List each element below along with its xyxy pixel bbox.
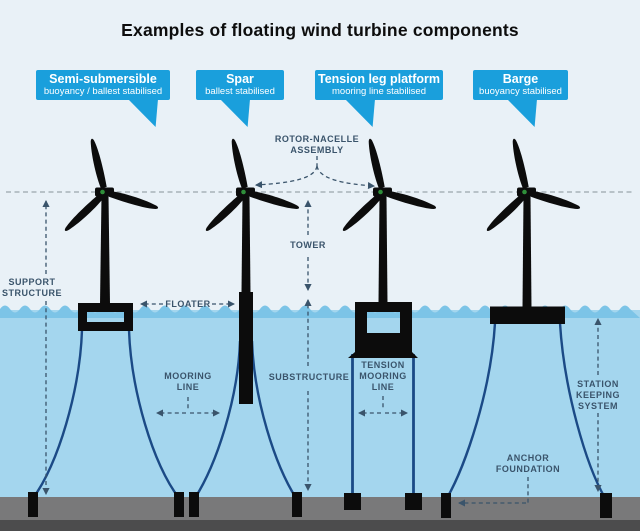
platform-label-semi-submersible: Semi-submersible buoyancy / ballest stab… <box>36 70 170 127</box>
semisub-floater <box>78 303 133 331</box>
platform-label-tension-leg-platform: Tension leg platform mooring line stabil… <box>315 70 443 127</box>
anchor <box>28 492 38 517</box>
annotation-line: ASSEMBLY <box>290 145 344 155</box>
tlp-anchor-pad-left <box>344 493 361 510</box>
page-title: Examples of floating wind turbine compon… <box>121 20 519 40</box>
platform-label-title: Spar <box>226 72 254 87</box>
rotor-nacelle <box>62 137 160 234</box>
annotation-line: FOUNDATION <box>495 464 561 474</box>
spar-mooring-right <box>250 340 298 499</box>
platform-label-subtitle: buoyancy / ballest stabilised <box>43 85 163 97</box>
semi-submersible-turbine <box>62 137 160 331</box>
waterline-waves <box>0 305 640 318</box>
platform-label-spar: Spar ballest stabilised <box>196 70 284 127</box>
station-keeping-system-label: STATION KEEPING SYSTEM <box>576 379 620 412</box>
anchor <box>600 493 612 518</box>
annotation-line: LINE <box>371 382 395 392</box>
substructure-label: SUBSTRUCTURE <box>269 372 350 383</box>
tension-leg-platform-turbine <box>340 137 438 358</box>
anchor-foundation-label: ANCHOR FOUNDATION <box>496 453 560 475</box>
semisub-mooring-left <box>32 329 84 499</box>
annotation-line: KEEPING <box>575 390 621 400</box>
rotor-nacelle-assembly-label: ROTOR-NACELLE ASSEMBLY <box>275 134 359 156</box>
support-structure-label: SUPPORT STRUCTURE <box>2 277 62 299</box>
annotation-line: SYSTEM <box>577 401 619 411</box>
barge-hull <box>490 306 565 324</box>
annotation-line: MOORING <box>164 371 212 381</box>
tower-shape <box>241 196 251 293</box>
platform-label-subtitle: ballest stabilised <box>205 85 275 97</box>
spar-column <box>239 292 253 404</box>
spar-mooring-left <box>193 340 242 499</box>
anchor <box>189 492 199 517</box>
annotation-line: FLOATER <box>165 299 211 309</box>
rotor-nacelle-branch-left <box>254 165 318 189</box>
annotation-line: ANCHOR <box>506 453 550 463</box>
platform-label-subtitle: mooring line stabilised <box>332 85 426 97</box>
rotor-nacelle <box>484 137 582 234</box>
tower-shape <box>378 196 388 303</box>
anchor <box>174 492 184 517</box>
tower-shape <box>522 196 532 308</box>
annotation-line: ROTOR-NACELLE <box>274 134 360 144</box>
anchor <box>292 492 302 517</box>
barge-mooring-left <box>445 322 497 499</box>
anchors <box>28 492 612 518</box>
platform-label-subtitle: buoyancy stabilised <box>479 85 562 97</box>
anchor <box>441 493 451 518</box>
barge-turbine <box>484 137 582 324</box>
annotation-line: STATION <box>577 379 619 389</box>
platform-label-barge: Barge buoyancy stabilised <box>473 70 568 127</box>
mooring-line-label: MOORING LINE <box>164 371 212 393</box>
platform-label-title: Barge <box>502 72 539 87</box>
platform-label-title: Semi-submersible <box>49 72 157 87</box>
spar-turbine <box>203 137 301 404</box>
tlp-hull <box>348 302 418 358</box>
annotation-line: SUPPORT <box>8 277 56 287</box>
mooring-lines <box>32 322 607 499</box>
tower-label: TOWER <box>290 240 326 251</box>
annotation-line: STRUCTURE <box>2 288 62 298</box>
tension-mooring-line-label: TENSION MOORING LINE <box>359 360 407 393</box>
seabed <box>0 497 640 520</box>
seabed-dark-strip <box>0 520 640 531</box>
semisub-mooring-right <box>127 329 180 499</box>
barge-mooring-right <box>558 322 607 499</box>
platform-label-title: Tension leg platform <box>318 72 440 87</box>
annotation-line: LINE <box>176 382 200 392</box>
rotor-nacelle-branch-right <box>316 165 376 190</box>
annotation-line: TOWER <box>290 240 326 250</box>
tlp-anchor-pad-right <box>405 493 422 510</box>
tower-shape <box>100 196 110 304</box>
annotation-line: MOORING <box>359 371 407 381</box>
annotation-line: TENSION <box>361 360 405 370</box>
annotation-line: SUBSTRUCTURE <box>268 372 350 382</box>
floater-label: FLOATER <box>165 299 210 310</box>
sea-water <box>0 310 640 531</box>
annotation-lines <box>42 156 602 507</box>
